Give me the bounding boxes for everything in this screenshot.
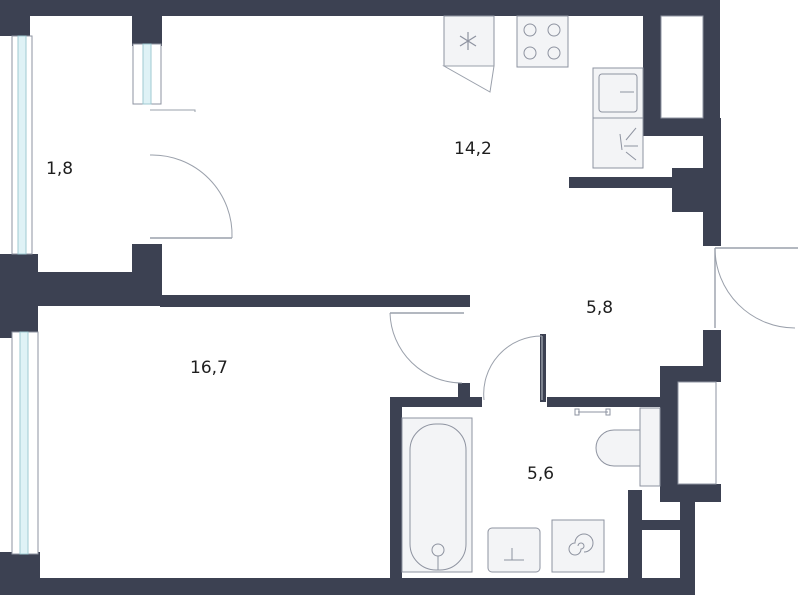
area-label-balcony: 1,8 [46,159,73,179]
windows [11,15,717,555]
wall-bath-corner [660,484,721,502]
window-shaft-lower [677,381,717,485]
door-swing-entry [714,247,796,329]
wall-balcony-floor [30,272,162,288]
wall-right-upper-inner [643,0,661,136]
area-label-hallway: 5,8 [586,298,613,318]
towel-rail [574,408,611,416]
wall-right-upper [703,118,721,246]
wall-door-jamb [458,383,470,397]
bathtub [401,417,473,573]
door-swing-bathroom [483,335,543,401]
wall-left-top [0,0,30,36]
door-swing-bedroom [389,312,463,384]
dishwasher [592,117,644,169]
doors [149,109,798,401]
wall-column [672,168,706,212]
wall-bath-top-right [547,397,662,407]
wall-kitchen-partition [569,177,675,188]
wall-top [0,0,720,16]
wall-bath-right [660,366,678,486]
wall-bottom [0,578,695,595]
bathroom-sink [487,527,541,573]
window-shaft [660,15,704,119]
wall-right-top [703,16,720,120]
wall-right-bottom [680,500,695,595]
toilet [595,407,661,487]
wall-bedroom-top [160,295,470,307]
wall-balcony-top [132,0,162,46]
wall-bedroom-top-left [30,286,162,306]
wall-bath-left [390,397,402,582]
area-label-bathroom: 5,6 [527,464,554,484]
door-swing-balcony [149,154,233,239]
area-labels: 1,8 14,2 5,8 16,7 5,6 [46,139,613,484]
walls [0,0,721,595]
stove [516,15,569,68]
wall-shaft-lower [640,520,695,530]
wall-bath-top-left [390,397,482,407]
fixtures [401,15,661,573]
area-label-bedroom: 16,7 [190,358,228,378]
wall-bath-door-jamb [540,334,546,402]
spiral-icon [568,533,594,556]
fridge [442,15,495,93]
washing-machine [551,519,605,573]
stove-burner-icon [523,23,537,37]
wall-bath-right-lower [628,490,642,590]
area-label-kitchen-living: 14,2 [454,139,492,159]
snowflake-icon [459,32,477,50]
kitchen-sink [592,67,644,119]
